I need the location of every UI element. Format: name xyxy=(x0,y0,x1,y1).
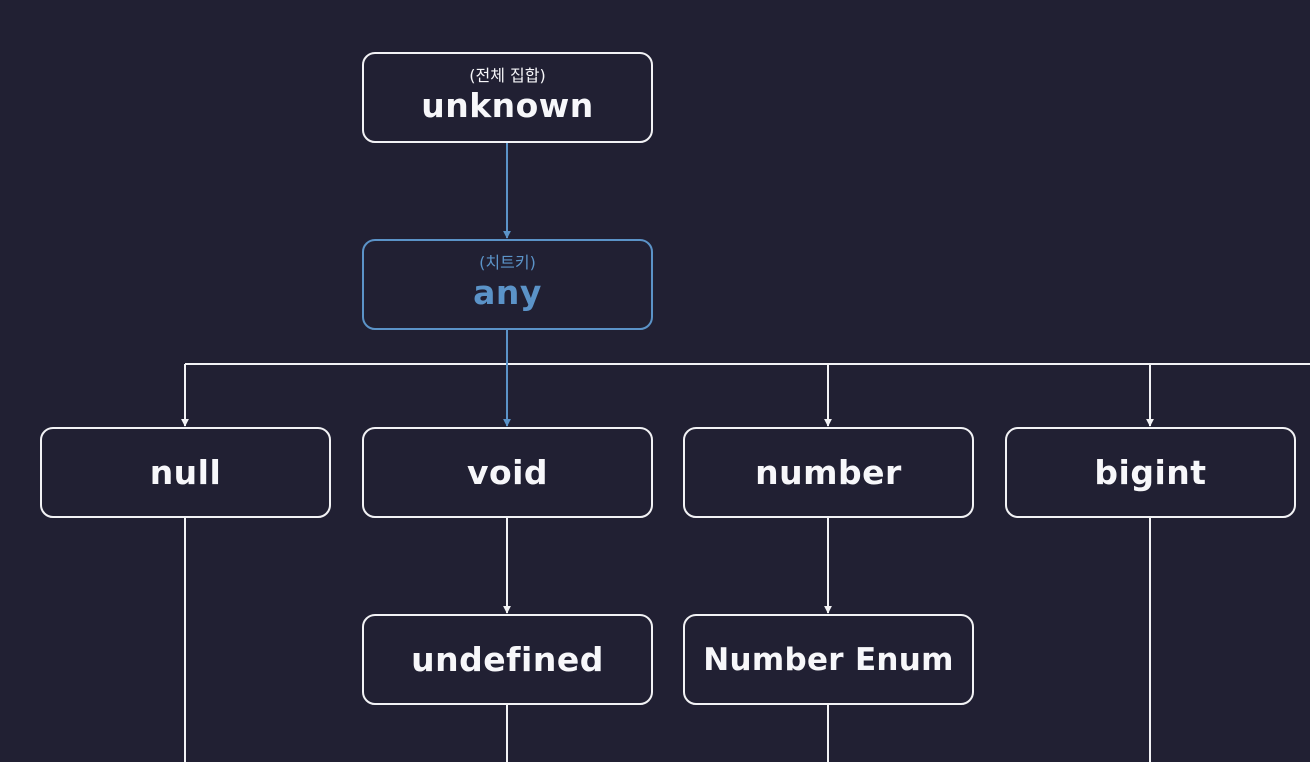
node-void: void xyxy=(362,427,653,518)
node-number-enum-label: Number Enum xyxy=(703,641,954,678)
node-unknown-sublabel: (전체 집합) xyxy=(469,65,546,85)
node-any-label: any xyxy=(473,272,542,312)
node-null-label: null xyxy=(149,452,222,492)
node-null: null xyxy=(40,427,331,518)
node-unknown-label: unknown xyxy=(421,85,594,125)
node-unknown: (전체 집합) unknown xyxy=(362,52,653,143)
node-number-enum: Number Enum xyxy=(683,614,974,705)
node-number: number xyxy=(683,427,974,518)
node-undefined-label: undefined xyxy=(411,639,604,679)
node-void-label: void xyxy=(466,452,549,492)
node-undefined: undefined xyxy=(362,614,653,705)
node-any: (치트키) any xyxy=(362,239,653,330)
node-any-sublabel: (치트키) xyxy=(479,252,536,272)
node-bigint: bigint xyxy=(1005,427,1296,518)
node-bigint-label: bigint xyxy=(1094,452,1207,492)
node-number-label: number xyxy=(755,452,902,492)
